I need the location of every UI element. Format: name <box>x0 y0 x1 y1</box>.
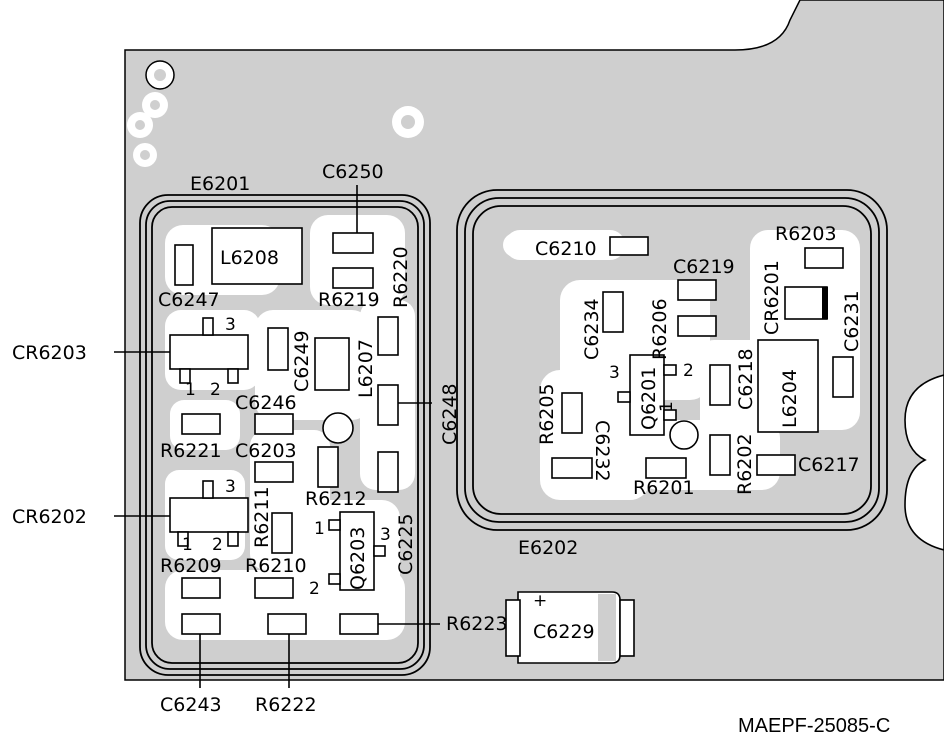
plus-marker-c6229: + <box>533 591 547 611</box>
label-c6217: C6217 <box>798 454 860 476</box>
label-r6212: R6212 <box>305 488 367 510</box>
shield-e6201 <box>139 194 431 676</box>
pin-cr6202-1: 1 <box>182 535 193 555</box>
label-c6247: C6247 <box>158 289 220 311</box>
callout-c6250: C6250 <box>322 161 384 183</box>
leader-lines <box>114 185 440 688</box>
label-c6249: C6249 <box>291 330 313 392</box>
pin-q6203-1: 1 <box>314 519 325 539</box>
label-r6220: R6220 <box>390 246 412 308</box>
shield-label-e6202: E6202 <box>518 537 578 559</box>
pin-cr6202-3: 3 <box>225 477 236 497</box>
label-r6203: R6203 <box>775 223 837 245</box>
label-r6205: R6205 <box>536 383 558 445</box>
board-edge-notches <box>904 374 944 551</box>
label-c6231: C6231 <box>841 290 863 352</box>
label-c6225: C6225 <box>395 513 417 575</box>
callout-cr6203: CR6203 <box>12 342 87 364</box>
label-r6209: R6209 <box>160 555 222 577</box>
label-c6218: C6218 <box>735 348 757 410</box>
pin-cr6203-3: 3 <box>225 315 236 335</box>
pin-cr6202-2: 2 <box>212 535 223 555</box>
label-r6211: R6211 <box>251 486 273 548</box>
pin-cr6203-2: 2 <box>210 380 221 400</box>
label-r6210: R6210 <box>245 555 307 577</box>
right-components <box>505 236 854 664</box>
label-l6208: L6208 <box>220 247 279 269</box>
label-c6234: C6234 <box>581 298 603 360</box>
label-c6232: C6232 <box>591 420 613 482</box>
label-l6207: L6207 <box>355 339 377 398</box>
left-components <box>169 227 399 635</box>
label-c6219: C6219 <box>673 256 735 278</box>
callout-r6223: R6223 <box>446 613 508 635</box>
pin-q6201-2: 2 <box>683 361 694 381</box>
callout-r6222: R6222 <box>255 694 317 716</box>
shield-e6202 <box>456 189 888 531</box>
label-r6219: R6219 <box>318 289 380 311</box>
label-c6203: C6203 <box>235 440 297 462</box>
shield-label-e6201: E6201 <box>190 173 250 195</box>
label-q6203: Q6203 <box>347 527 369 590</box>
label-r6206: R6206 <box>649 298 671 360</box>
label-r6202: R6202 <box>734 433 756 495</box>
pin-q6203-2: 2 <box>309 579 320 599</box>
label-r6201: R6201 <box>633 477 695 499</box>
label-r6221: R6221 <box>160 440 222 462</box>
label-cr6201: CR6201 <box>761 260 783 335</box>
figure-id: MAEPF-25085-C <box>738 715 890 737</box>
label-c6229: C6229 <box>533 621 595 643</box>
pin-q6203-3: 3 <box>380 525 391 545</box>
callout-c6248: C6248 <box>439 383 461 445</box>
label-c6210: C6210 <box>535 238 597 260</box>
mounting-holes <box>127 60 424 167</box>
pin-q6201-3: 3 <box>609 363 620 383</box>
label-c6246: C6246 <box>235 392 297 414</box>
pin-q6201-1: 1 <box>657 401 677 412</box>
pin-cr6203-1: 1 <box>185 380 196 400</box>
callout-cr6202: CR6202 <box>12 506 87 528</box>
callout-c6243: C6243 <box>160 694 222 716</box>
label-l6204: L6204 <box>779 369 801 428</box>
label-q6201: Q6201 <box>638 367 660 430</box>
